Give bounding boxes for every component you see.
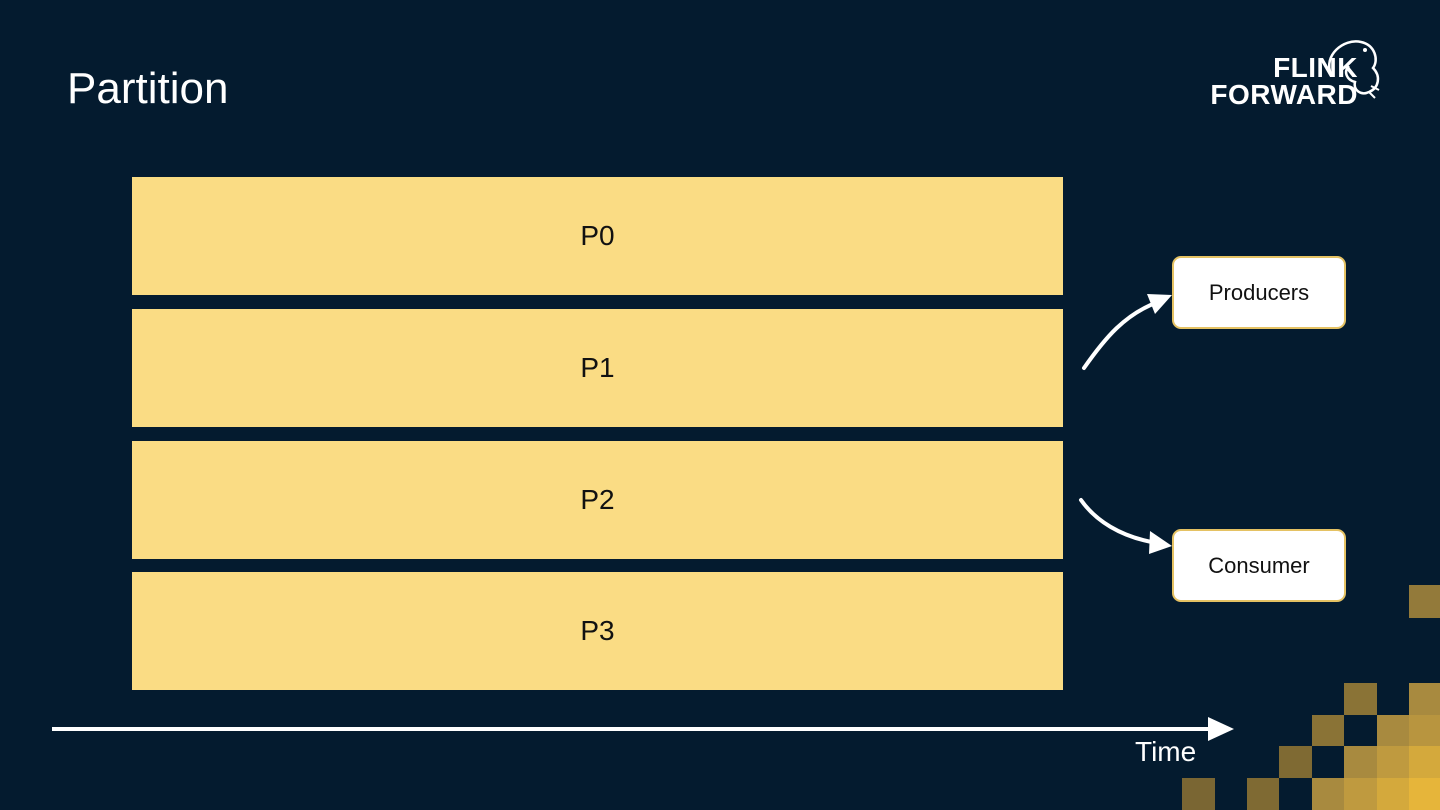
slide-title: Partition <box>67 64 229 113</box>
consumer-arrow <box>1079 498 1172 554</box>
partition-p0: P0 <box>132 177 1063 295</box>
time-axis-arrow <box>52 717 1234 741</box>
logo-line2: FORWARD <box>1210 79 1358 110</box>
time-axis-label: Time <box>1135 736 1197 767</box>
consumer-box: Consumer <box>1172 529 1346 602</box>
partition-p2: P2 <box>132 441 1063 559</box>
squirrel-icon <box>1328 40 1380 99</box>
logo-line1: FLINK <box>1273 52 1358 83</box>
producers-box: Producers <box>1172 256 1346 329</box>
partition-p1: P1 <box>132 309 1063 427</box>
producers-arrow <box>1082 294 1172 370</box>
partition-p3: P3 <box>132 572 1063 690</box>
mosaic-decoration <box>1182 585 1440 810</box>
flink-forward-logo: FLINK FORWARD <box>1203 36 1388 116</box>
